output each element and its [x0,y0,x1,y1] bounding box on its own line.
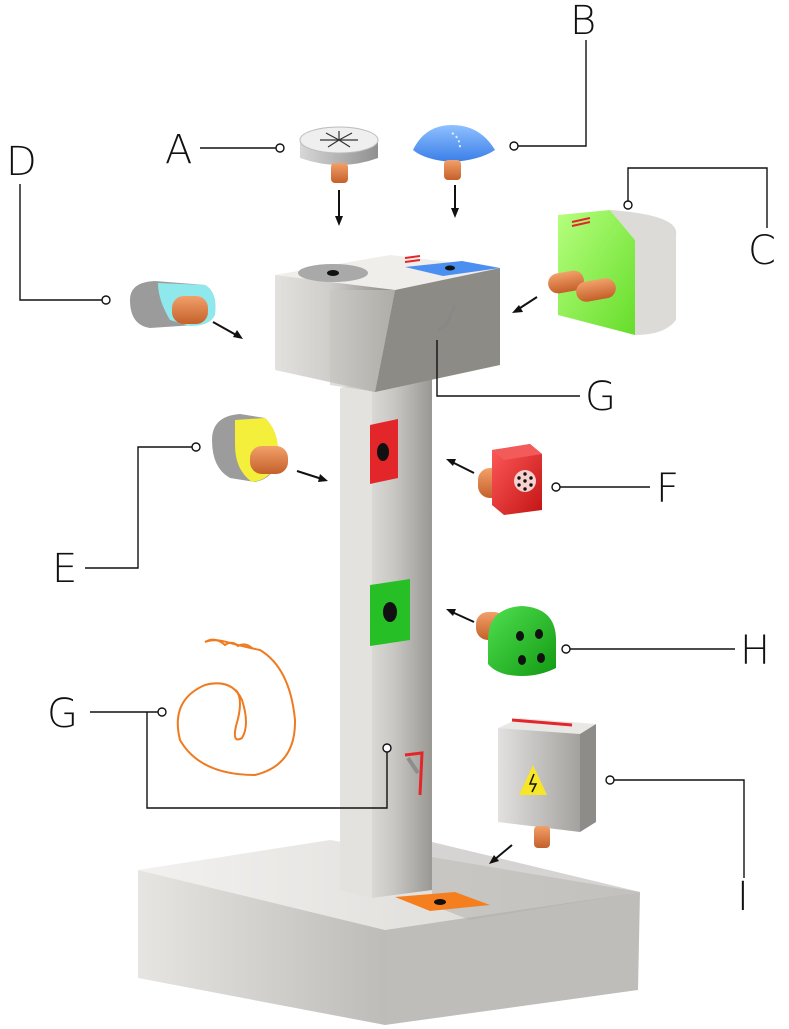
socket-orange-base [395,892,490,911]
connector-i [498,718,596,848]
arrow-i [489,844,513,864]
label-c: C [748,228,776,274]
connector-c-pin-1 [548,270,584,294]
arrow-b [451,185,459,218]
leader-d [19,184,111,305]
high-voltage-warning-icon [519,765,547,795]
connector-f [478,444,542,515]
socket-green [370,579,410,646]
label-g-top: G [585,374,616,420]
leader-g-top [436,340,580,397]
arrow-c [512,296,538,313]
connector-b [413,125,495,180]
leader-lines [19,40,768,878]
connector-d [130,281,216,328]
socket-red [370,419,398,484]
leader-h [561,644,735,654]
connector-a [299,126,379,183]
cable-hook-bottom [404,751,424,796]
arrow-f [446,459,475,474]
leader-f [551,482,650,492]
label-d: D [6,139,37,185]
head-socket-grey [298,264,368,282]
label-i: I [737,874,749,920]
leader-i [605,775,745,878]
connector-h [476,606,556,676]
connector-c-pin-2 [576,278,616,302]
label-f: F [656,466,679,512]
label-g-bottom: G [47,691,78,737]
arrow-e [296,470,328,482]
label-b: B [570,0,596,44]
cable-hook-top [437,304,457,332]
base-plinth [138,840,640,1025]
leader-b [509,40,587,151]
label-a: A [165,127,192,173]
arrow-d [212,321,243,339]
cable-g [176,638,297,777]
leader-a [200,143,285,153]
leader-g-bottom [90,707,392,809]
label-h: H [740,628,770,674]
arrow-h [446,609,475,623]
connector-c [548,210,677,335]
label-e: E [52,546,77,592]
arrow-a [335,190,343,226]
head-socket-blue [404,255,500,276]
callout-labels: A B C D E F G G H I [6,0,776,920]
leader-e [85,442,201,569]
connector-e [212,414,288,482]
assembly-arrows [212,185,538,864]
leader-c [623,167,768,228]
